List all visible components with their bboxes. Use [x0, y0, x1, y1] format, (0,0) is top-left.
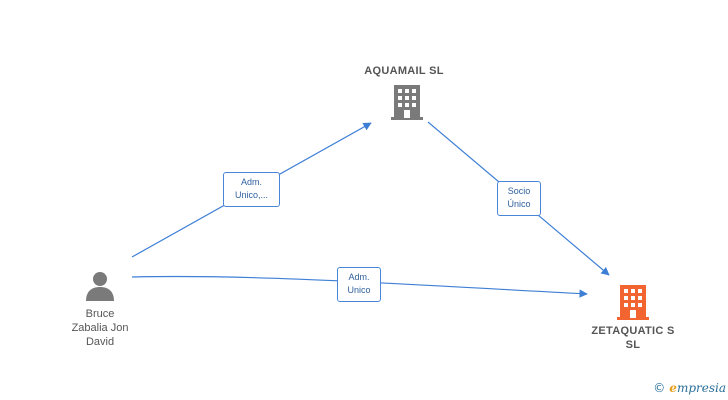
edge-label-person-zetaquatics[interactable]: Adm. Unico [337, 267, 381, 302]
edge-label-line1: Adm. [240, 177, 262, 187]
person-label[interactable]: Bruce Zabalia Jon David [47, 307, 153, 349]
edge-label-line2: Unico,... [234, 190, 268, 200]
person-label-line1: Bruce [85, 308, 115, 320]
brand-rest: mpresia [676, 381, 726, 395]
empresia-watermark: ©empresia [653, 381, 726, 395]
building-icon[interactable] [391, 84, 423, 120]
copyright-symbol: © [653, 381, 666, 395]
zetaquatics-label-line1: ZETAQUATIC S [591, 325, 675, 337]
edge-label-aquamail-zetaquatics[interactable]: Socio Único [497, 181, 541, 216]
edge-person-to-zetaquatics [131, 275, 588, 298]
person-label-line3: David [85, 336, 115, 348]
edge-label-line1: Adm. [348, 272, 370, 282]
zetaquatics-label-line2: SL [625, 339, 641, 351]
edge-label-line2: Unico [347, 285, 371, 295]
aquamail-label[interactable]: AQUAMAIL SL [364, 65, 444, 77]
zetaquatics-label[interactable]: ZETAQUATIC S SL [573, 324, 693, 352]
edge-label-line2: Único [507, 199, 531, 209]
person-icon[interactable] [85, 271, 115, 301]
edge-label-person-aquamail[interactable]: Adm. Unico,... [223, 172, 280, 207]
building-icon-highlighted[interactable] [617, 284, 649, 320]
person-label-line2: Zabalia Jon [71, 322, 129, 334]
edge-label-line1: Socio [507, 186, 531, 196]
brand-initial: e [669, 381, 677, 395]
